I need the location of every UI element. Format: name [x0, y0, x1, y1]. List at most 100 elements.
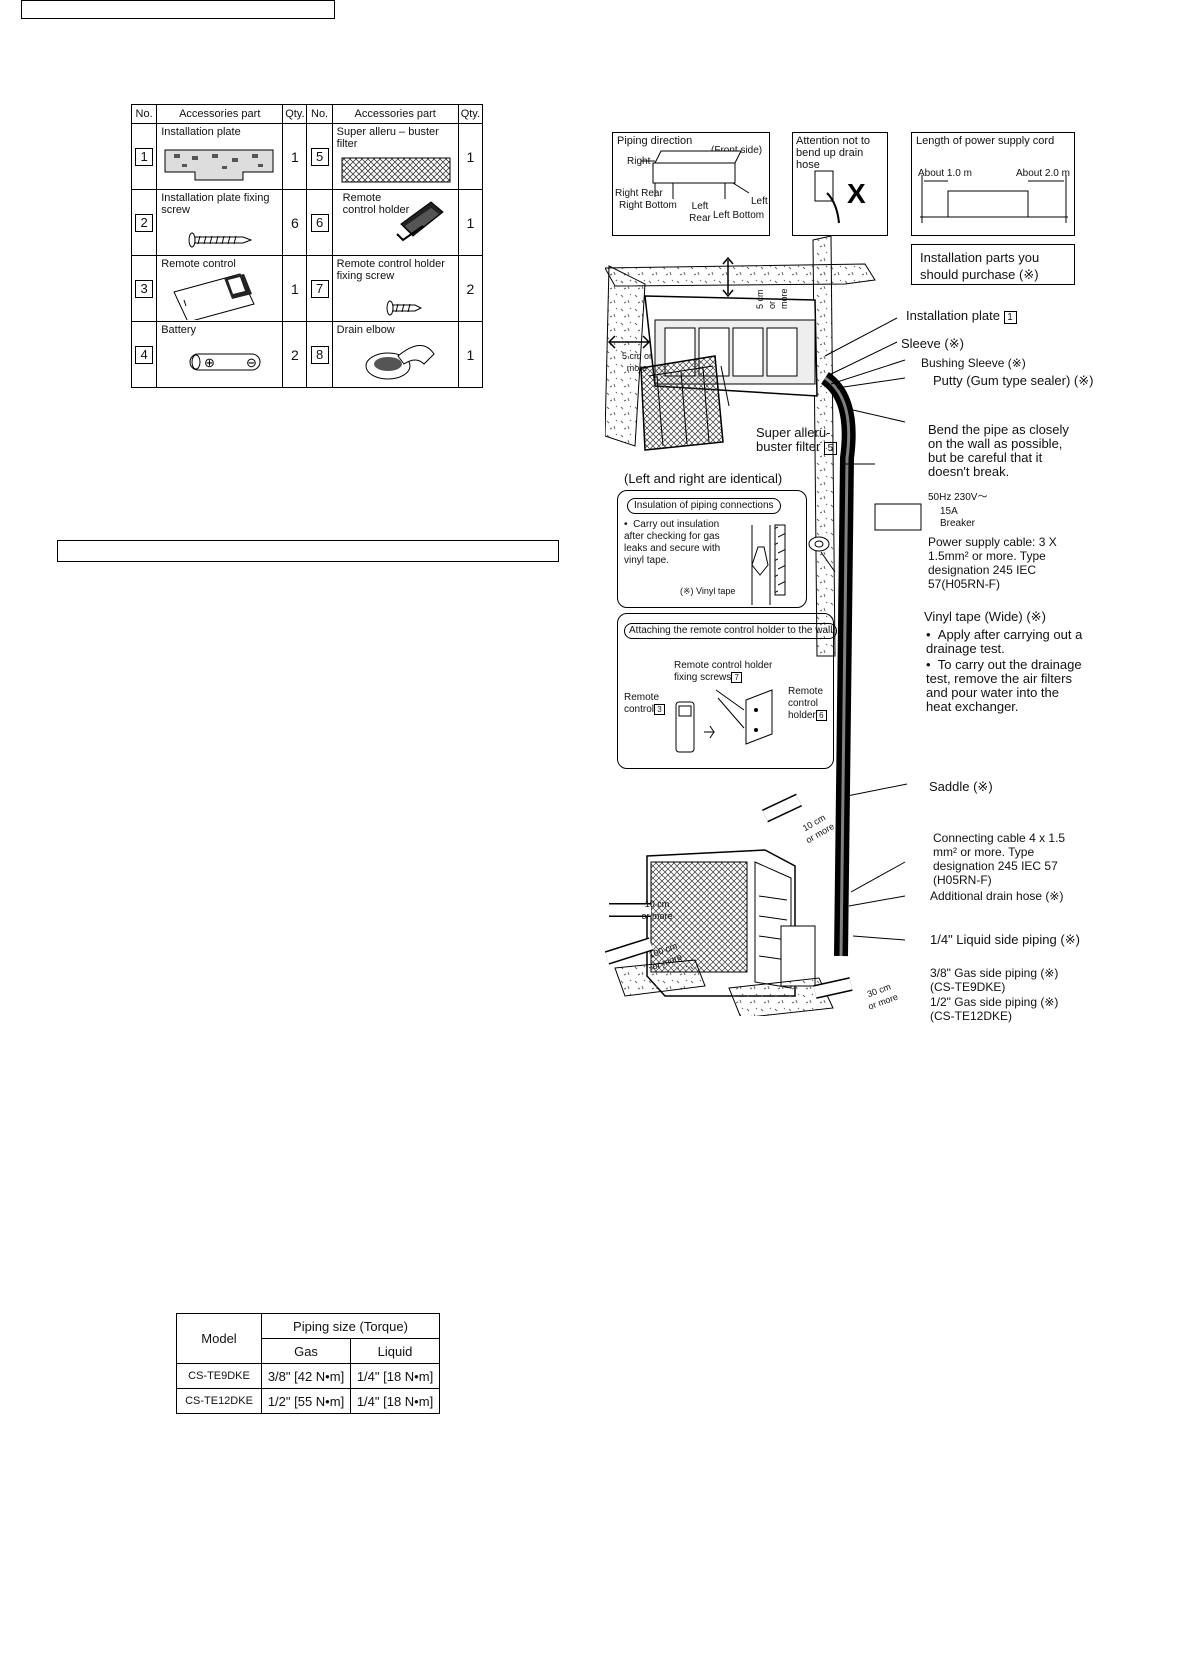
gas-piping-label-1: 3/8" Gas side piping (※) (CS-TE9DKE) — [930, 966, 1059, 994]
table-row: CS-TE12DKE 1/2" [55 N•m] 1/4" [18 N•m] — [176, 1388, 440, 1414]
item-number: 4 — [135, 345, 154, 364]
insulation-drawing — [751, 524, 786, 605]
item-qty: 1 — [457, 321, 484, 388]
installation-diagram — [605, 236, 922, 1016]
remote-holder-drawing — [675, 689, 773, 753]
item-name: Remote control — [161, 258, 236, 270]
vinyl-tape-label: (※) Vinyl tape — [680, 586, 736, 596]
piping-size-header: Piping size (Torque) — [261, 1313, 440, 1339]
drain-hose-drawing: X — [814, 170, 866, 224]
insulation-title: Insulation of piping connections — [627, 498, 781, 514]
power-cord-drawing — [920, 175, 1068, 223]
item-number: 6 — [310, 213, 329, 232]
power-rating-label: 50Hz 230V～ — [928, 492, 988, 503]
bend-pipe-note: Bend the pipe as closely on the wall as … — [928, 422, 1069, 479]
gas-piping-label-2: 1/2" Gas side piping (※) (CS-TE12DKE) — [930, 995, 1059, 1023]
item-qty: 2 — [457, 255, 484, 322]
screw-image — [188, 232, 253, 248]
item-number: 1 — [135, 147, 154, 166]
super-filter-number: 5 — [823, 442, 837, 455]
saddle-label: Saddle (※) — [929, 779, 993, 794]
left-rear-label: Left Rear — [689, 201, 711, 224]
left-right-identical: (Left and right are identical) — [624, 471, 783, 486]
item-number: 7 — [310, 279, 329, 298]
piping-direction-box: Piping direction (Front side) Right Righ… — [612, 132, 770, 236]
holder-number: 6 — [815, 710, 827, 721]
right-label: Right — [627, 156, 651, 167]
five-cm-top-label: 5 cm or more — [755, 288, 789, 309]
col-part: Accessories part — [156, 104, 284, 124]
breaker-label: 15A Breaker — [940, 506, 976, 529]
item-name: Drain elbow — [336, 324, 395, 336]
gas-cell: 3/8" [42 N•m] — [261, 1363, 351, 1389]
installation-plate-label: Installation plate 1 — [906, 309, 1017, 324]
table-row: 4 Battery ⊕⊖ 2 8 Drain elbow 1 — [130, 321, 484, 388]
battery-image: ⊕⊖ — [189, 353, 261, 371]
item-name: Remote control holder — [342, 192, 410, 216]
table-row: 2 Installation plate fixing screw 6 6 Re… — [130, 189, 484, 256]
liquid-cell: 1/4" [18 N•m] — [350, 1363, 440, 1389]
connecting-cable-label: Connecting cable 4 x 1.5 mm² or more. Ty… — [933, 831, 1066, 887]
table-row: Model Piping size (Torque) — [176, 1313, 440, 1364]
ten-cm-left-label: 10 cm or more — [641, 899, 673, 921]
holder-screw-image — [386, 300, 422, 316]
remote-holder-title: Attaching the remote control holder to t… — [624, 623, 838, 639]
table-row: 1 Installation plate 1 5 Super alleru – … — [130, 123, 484, 190]
col-no: No. — [306, 104, 333, 124]
table-row: 3 Remote control 1 7 Remote control hold… — [130, 255, 484, 322]
putty-label: Putty (Gum type sealer) (※) — [933, 373, 1094, 388]
drain-hose-note: Attention not to bend up drain hose — [796, 135, 870, 171]
remote-control-image — [173, 273, 255, 320]
item-name: Super alleru – buster filter — [336, 126, 439, 150]
piping-size-table: Model Piping size (Torque) Gas Liquid CS… — [176, 1313, 440, 1414]
drain-note-2: • To carry out the drainage test, remove… — [926, 657, 1082, 714]
left-label: Left — [751, 196, 768, 207]
item-number: 8 — [310, 345, 329, 364]
gas-header: Gas — [261, 1338, 351, 1364]
power-cord-title: Length of power supply cord — [916, 135, 1055, 147]
item-qty: 2 — [282, 321, 308, 388]
about-2m-label: About 2.0 m — [1016, 168, 1070, 179]
remote-number: 3 — [654, 704, 666, 715]
item-number: 2 — [135, 213, 154, 232]
accessories-header-row: No. Accessories part Qty. No. Accessorie… — [130, 104, 484, 124]
table-row: CS-TE9DKE 3/8" [42 N•m] 1/4" [18 N•m] — [176, 1363, 440, 1389]
col-qty: Qty. — [282, 104, 308, 124]
installation-plate-number: 1 — [1003, 311, 1017, 324]
super-filter-label: Super alleru-buster filter 5 — [756, 426, 866, 455]
item-name: Remote control holder fixing screw — [336, 258, 445, 282]
liquid-piping-label: 1/4" Liquid side piping (※) — [930, 932, 1080, 947]
x-mark-icon: X — [847, 178, 866, 209]
holder-screws-number: 7 — [731, 672, 743, 683]
drain-note-1: • Apply after carrying out a drainage te… — [926, 627, 1083, 656]
gas-cell: 1/2" [55 N•m] — [261, 1388, 351, 1414]
vinyl-tape-wide-label: Vinyl tape (Wide) (※) — [924, 609, 1046, 624]
power-cable-note: Power supply cable: 3 X 1.5mm² or more. … — [928, 535, 1057, 591]
insulation-box: Insulation of piping connections • Carry… — [617, 490, 807, 608]
item-name: Installation plate — [161, 126, 241, 138]
sleeve-label: Sleeve (※) — [901, 336, 964, 351]
drain-elbow-image — [365, 345, 435, 380]
liquid-header: Liquid — [350, 1338, 440, 1364]
model-header: Model — [176, 1313, 262, 1364]
liquid-cell: 1/4" [18 N•m] — [350, 1388, 440, 1414]
filter-image — [341, 157, 451, 183]
item-qty: 1 — [282, 123, 308, 190]
bushing-sleeve-label: Bushing Sleeve (※) — [921, 356, 1026, 370]
item-qty: 1 — [457, 123, 484, 190]
section-title-box — [57, 540, 559, 562]
purchase-note: Installation parts you should purchase (… — [920, 250, 1040, 282]
insulation-text: • Carry out insulation after checking fo… — [624, 519, 721, 566]
model-cell: CS-TE12DKE — [176, 1388, 262, 1414]
svg-text:⊖: ⊖ — [246, 355, 257, 370]
svg-text:⊕: ⊕ — [204, 355, 215, 370]
header-box — [21, 0, 335, 19]
piping-direction-drawing — [641, 150, 750, 199]
holder-image — [395, 201, 444, 242]
five-cm-side-label: 5 cm or more — [621, 351, 652, 373]
col-no: No. — [130, 104, 158, 124]
item-qty: 6 — [282, 189, 308, 256]
item-number: 3 — [135, 279, 154, 298]
